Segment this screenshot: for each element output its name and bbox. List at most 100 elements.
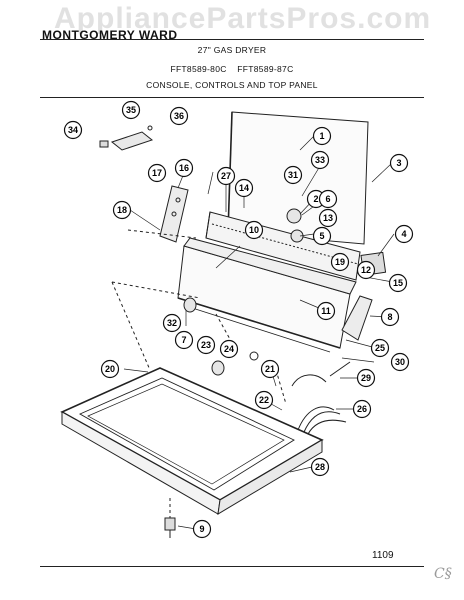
callout-label: 19 — [335, 257, 345, 267]
switch-5 — [290, 229, 304, 243]
callout-label: 13 — [323, 213, 333, 223]
callout-circle — [318, 189, 338, 209]
callout-25: 25 — [370, 338, 390, 358]
corner-mark: C§ — [434, 566, 452, 582]
callout-label: 6 — [325, 194, 330, 204]
callout-label: 21 — [265, 364, 275, 374]
callout-36: 36 — [169, 106, 189, 126]
model-numbers: FFT8589-80C FFT8589-87C — [170, 64, 294, 74]
callout-32: 32 — [162, 313, 182, 333]
callout-label: 20 — [105, 364, 115, 374]
callout-circle — [174, 158, 194, 178]
callout-18: 18 — [112, 200, 132, 220]
callout-label: 16 — [179, 163, 189, 173]
callout-label: 28 — [315, 462, 325, 472]
callout-14: 14 — [234, 178, 254, 198]
callout-label: 7 — [181, 335, 186, 345]
callout-12: 12 — [356, 260, 376, 280]
callout-circle — [370, 338, 390, 358]
callout-label: 5 — [319, 231, 324, 241]
callout-21: 21 — [260, 359, 280, 379]
callout-label: 9 — [199, 524, 204, 534]
callout-label: 22 — [259, 395, 269, 405]
end-cap-right — [341, 295, 373, 341]
leveling-foot — [164, 517, 176, 531]
control-knob — [286, 208, 302, 224]
callout-circle — [63, 120, 83, 140]
callout-19: 19 — [330, 252, 350, 272]
callout-circle — [380, 307, 400, 327]
callout-label: 32 — [167, 318, 177, 328]
callout-4: 4 — [394, 224, 414, 244]
callout-label: 12 — [361, 265, 371, 275]
callout-circle — [316, 301, 336, 321]
callout-8: 8 — [380, 307, 400, 327]
watermark: AppliancePartsPros.com — [54, 2, 432, 35]
callout-15: 15 — [388, 273, 408, 293]
page-number: 1109 — [372, 550, 394, 561]
callout-label: 17 — [152, 168, 162, 178]
callout-circle — [244, 220, 264, 240]
callout-3: 3 — [389, 153, 409, 173]
callout-circle — [312, 226, 332, 246]
callout-label: 35 — [126, 105, 136, 115]
callout-circle — [254, 390, 274, 410]
callout-circle — [356, 260, 376, 280]
top-panel-opening — [78, 377, 295, 491]
callout-circle — [310, 150, 330, 170]
callout-circle — [310, 457, 330, 477]
callout-circle — [330, 252, 350, 272]
callout-label: 1 — [319, 131, 324, 141]
callout-circle — [216, 166, 236, 186]
callout-circle — [390, 352, 410, 372]
callout-33: 33 — [310, 150, 330, 170]
callout-27: 27 — [216, 166, 236, 186]
callout-label: 18 — [117, 205, 127, 215]
callout-35: 35 — [121, 100, 141, 120]
callout-label: 33 — [315, 155, 325, 165]
callout-label: 8 — [387, 312, 392, 322]
callout-label: 25 — [375, 343, 385, 353]
callout-29: 29 — [356, 368, 376, 388]
callout-circle — [394, 224, 414, 244]
callout-34: 34 — [63, 120, 83, 140]
callout-circle — [162, 313, 182, 333]
callout-circle — [283, 165, 303, 185]
callout-label: 23 — [201, 340, 211, 350]
callout-circle — [100, 359, 120, 379]
callout-label: 2 — [313, 194, 318, 204]
callout-circle — [219, 339, 239, 359]
callout-30: 30 — [390, 352, 410, 372]
callout-label: 24 — [224, 344, 234, 354]
callout-16: 16 — [174, 158, 194, 178]
callout-circle — [388, 273, 408, 293]
callout-6: 6 — [318, 189, 338, 209]
callout-circle — [312, 126, 332, 146]
callout-7: 7 — [174, 330, 194, 350]
callout-label: 31 — [288, 170, 298, 180]
callout-1: 1 — [312, 126, 332, 146]
callout-28: 28 — [310, 457, 330, 477]
callout-circle — [389, 153, 409, 173]
callout-circle — [192, 519, 212, 539]
callout-10: 10 — [244, 220, 264, 240]
callout-label: 15 — [393, 278, 403, 288]
callout-label: 14 — [239, 183, 249, 193]
callout-9: 9 — [192, 519, 212, 539]
callout-26: 26 — [352, 399, 372, 419]
callout-label: 11 — [321, 306, 331, 316]
callout-circle — [356, 368, 376, 388]
callout-label: 27 — [221, 171, 231, 181]
callout-label: 34 — [68, 125, 78, 135]
callout-label: 36 — [174, 111, 184, 121]
callout-circle — [112, 200, 132, 220]
callout-23: 23 — [196, 335, 216, 355]
callout-circle — [352, 399, 372, 419]
diagram-title: 27" GAS DRYER — [197, 45, 267, 55]
callout-circle — [196, 335, 216, 355]
callout-label: 26 — [357, 404, 367, 414]
callout-label: 10 — [249, 225, 259, 235]
callout-circle — [169, 106, 189, 126]
callout-label: 4 — [401, 229, 406, 239]
